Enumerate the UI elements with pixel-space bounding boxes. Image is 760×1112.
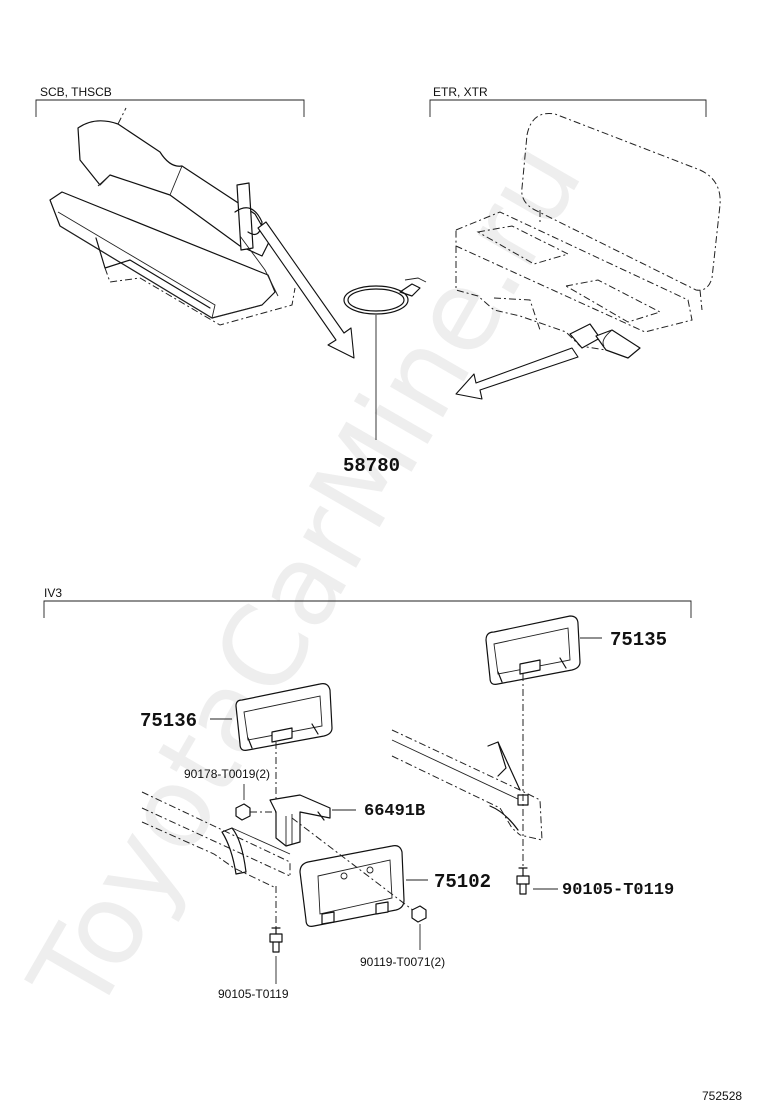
license-plate-75102 <box>299 845 428 927</box>
section-bracket <box>43 600 692 618</box>
part-number-90119[interactable]: 90119-T0071(2) <box>360 955 445 969</box>
right-frame-rail <box>391 729 543 841</box>
section-scb-thscb: SCB, THSCB <box>35 85 355 359</box>
left-frame-rail <box>141 791 291 889</box>
rear-seat-illustration <box>455 112 721 359</box>
part-number-75135[interactable]: 75135 <box>610 629 667 651</box>
part-number-66491b[interactable]: 66491B <box>364 802 425 821</box>
section-bracket <box>35 99 305 117</box>
section-label: ETR, XTR <box>433 85 488 99</box>
part-number-58780[interactable]: 58780 <box>343 455 400 477</box>
section-bracket <box>429 99 707 117</box>
bench-seat-illustration <box>49 107 296 326</box>
section-etr-xtr: ETR, XTR <box>429 85 721 400</box>
section-label: SCB, THSCB <box>40 85 112 99</box>
bolt-90105-left <box>269 927 283 984</box>
nut-90178 <box>235 784 251 821</box>
part-number-90178[interactable]: 90178-T0019(2) <box>184 767 270 781</box>
part-number-90105-left[interactable]: 90105-T0119 <box>218 987 289 1001</box>
section-label: IV3 <box>44 586 62 600</box>
section-iv3: IV3 75135 90105-T0119 <box>43 586 692 1001</box>
license-plate-bracket-75136 <box>210 683 333 751</box>
bolt-90119 <box>411 905 427 950</box>
arrow-to-harness <box>455 347 579 400</box>
arrow-to-harness <box>257 221 355 359</box>
mounting-bracket-66491b <box>269 794 356 847</box>
part-number-90105-right[interactable]: 90105-T0119 <box>562 881 674 900</box>
license-plate-bracket-75135 <box>485 615 602 685</box>
part-number-75136[interactable]: 75136 <box>140 710 197 732</box>
wire-harness-58780 <box>343 277 427 440</box>
part-number-75102[interactable]: 75102 <box>434 871 491 893</box>
diagram-code: 752528 <box>702 1089 742 1103</box>
bolt-90105-right <box>516 867 558 895</box>
